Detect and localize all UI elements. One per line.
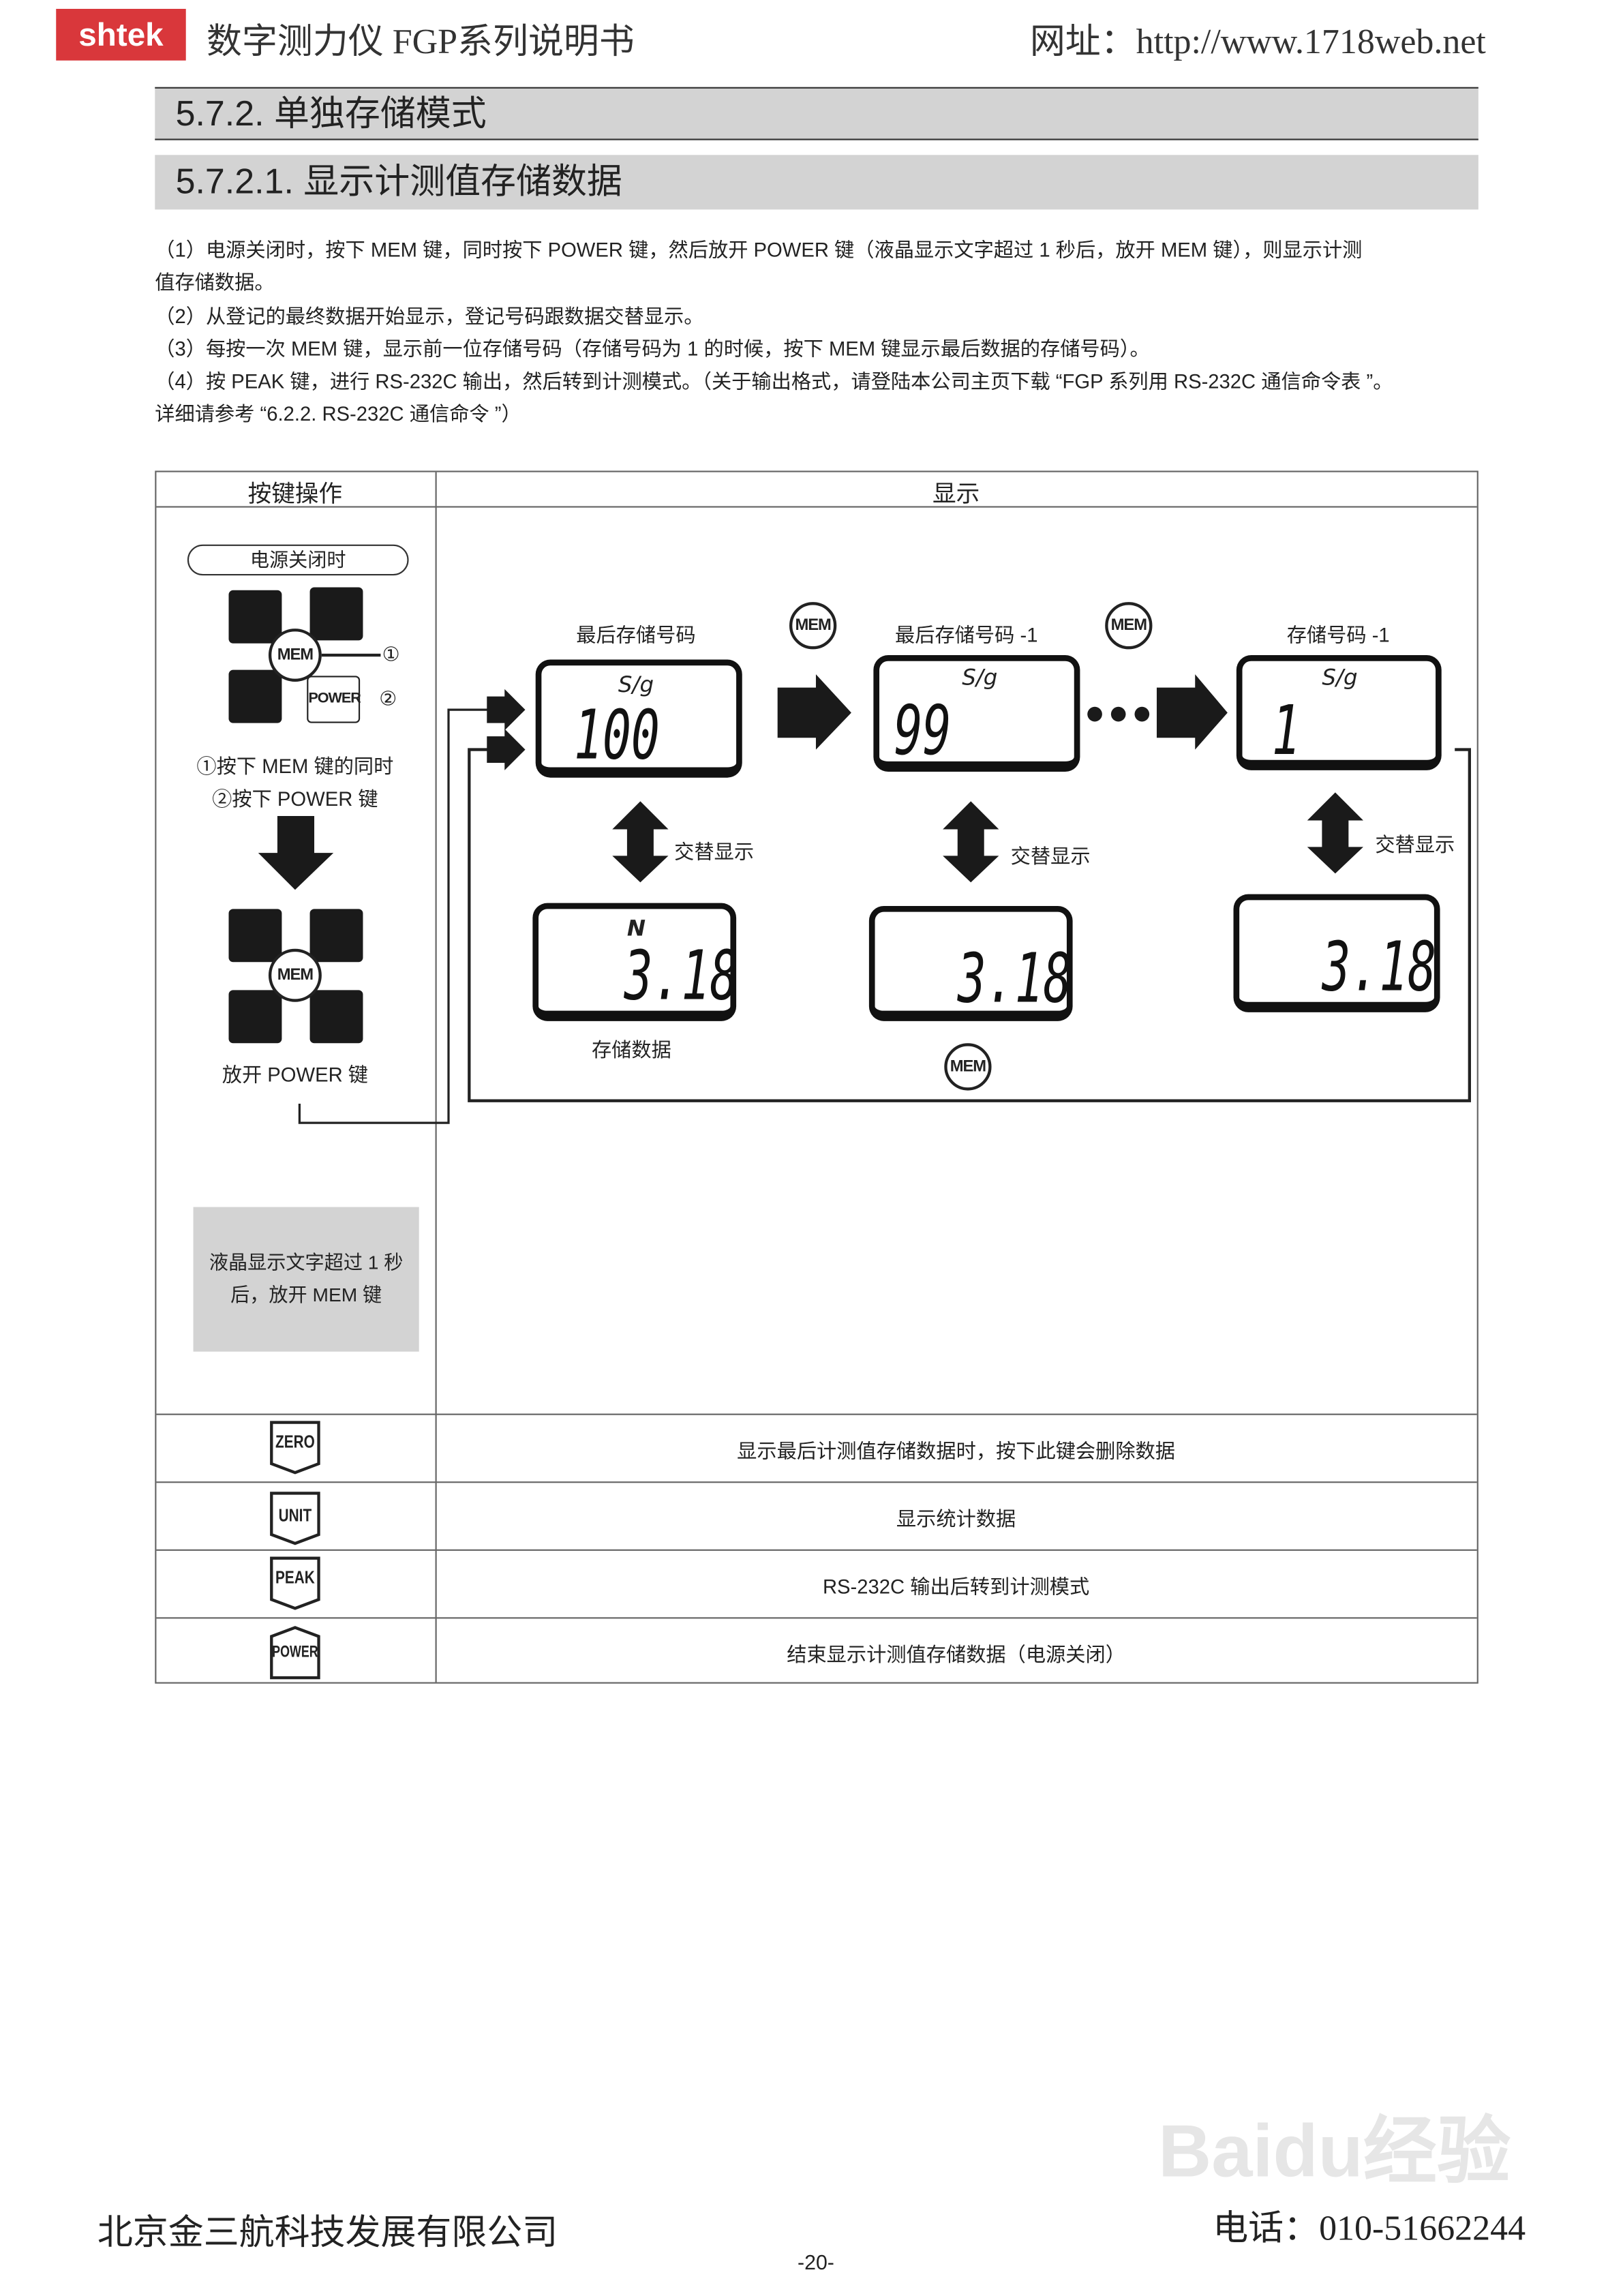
- label-last-number: 最后存储号码: [576, 624, 696, 647]
- lcd-unit: S/g: [618, 671, 654, 698]
- shtek-logo: shtek: [56, 8, 186, 61]
- ellipsis-dot: [1087, 706, 1102, 722]
- step2-text: ②按下 POWER 键: [212, 787, 378, 811]
- doc-title: 数字测力仪 FGP系列说明书: [207, 23, 635, 62]
- double-arrow-icon: [612, 801, 669, 883]
- right-arrow-icon: [487, 689, 526, 731]
- power-off-label: 电源关闭时: [187, 544, 409, 576]
- key-label: PEAK: [275, 1567, 315, 1588]
- key-icon: [228, 669, 282, 723]
- flow-line: [298, 708, 490, 1124]
- row-description: 显示统计数据: [896, 1508, 1016, 1530]
- zero-key-icon: ZERO: [269, 1419, 322, 1483]
- label-last-number-minus1: 最后存储号码 -1: [895, 624, 1038, 647]
- note-line: 液晶显示文字超过 1 秒: [209, 1251, 404, 1273]
- lcd-unit: N: [626, 914, 646, 941]
- lcd-display: N 3.18: [532, 903, 739, 1021]
- lcd-value: 3.18: [624, 935, 739, 1016]
- key-label: UNIT: [278, 1505, 312, 1526]
- watermark: Baidu经验: [1158, 2110, 1511, 2193]
- next-arrow-icon: [777, 674, 851, 750]
- lcd-unit: S/g: [1322, 664, 1358, 691]
- mem-key-icon: MEM: [268, 948, 322, 1002]
- unit-key-icon: UNIT: [269, 1490, 322, 1554]
- lcd-display: 3.18: [868, 906, 1073, 1021]
- note-box: 液晶显示文字超过 1 秒 后，放开 MEM 键: [193, 1207, 419, 1352]
- phone-number: 电话：010-51662244: [1213, 2210, 1526, 2249]
- key-icon: [228, 909, 282, 963]
- label-number-minus1: 存储号码 -1: [1286, 624, 1390, 647]
- alternate-label: 交替显示: [1010, 845, 1091, 868]
- mem-key-icon: MEM: [268, 629, 322, 682]
- row-description: 结束显示计测值存储数据（电源关闭）: [787, 1644, 1125, 1666]
- lcd-display: S/g 100: [535, 659, 742, 778]
- paragraph-line: （3）每按一次 MEM 键，显示前一位存储号码（存储号码为 1 的时候，按下 M…: [155, 337, 1150, 360]
- paragraph-line: 详细请参考 “6.2.2. RS-232C 通信命令 ”）: [155, 403, 521, 426]
- page-number: -20-: [798, 2250, 834, 2274]
- lcd-number: 99: [894, 690, 952, 770]
- power-key-icon: POWER: [307, 676, 361, 723]
- subsection-heading: 5.7.2.1. 显示计测值存储数据: [155, 155, 1478, 210]
- lcd-number: 100: [573, 695, 660, 775]
- down-arrow-icon: [258, 815, 334, 890]
- double-arrow-icon: [1307, 792, 1363, 874]
- lcd-display: 3.18: [1233, 894, 1440, 1012]
- next-arrow-icon: [1156, 674, 1228, 750]
- paragraph-line: 值存储数据。: [155, 271, 275, 294]
- alternate-label: 交替显示: [674, 841, 755, 864]
- note-line: 后，放开 MEM 键: [230, 1284, 382, 1306]
- key-icon: [228, 990, 282, 1044]
- lcd-number: 1: [1271, 690, 1301, 770]
- mem-button-icon: MEM: [1105, 602, 1153, 650]
- step1-text: ①按下 MEM 键的同时: [196, 755, 394, 778]
- company-name: 北京金三航科技发展有限公司: [97, 2214, 558, 2254]
- mem-button-icon: MEM: [944, 1043, 992, 1091]
- lcd-value: 3.18: [957, 938, 1072, 1018]
- lcd-unit: S/g: [962, 664, 998, 691]
- pointer-line: [321, 653, 381, 656]
- power-key-icon: POWER: [269, 1625, 322, 1688]
- mem-button-icon: MEM: [789, 602, 837, 650]
- paragraph-line: （4）按 PEAK 键，进行 RS-232C 输出，然后转到计测模式。（关于输出…: [155, 370, 1393, 393]
- column-header-display: 显示: [932, 482, 980, 508]
- column-header-keyops: 按键操作: [247, 482, 343, 508]
- peak-key-icon: PEAK: [269, 1555, 322, 1618]
- lcd-display: S/g 99: [873, 655, 1080, 772]
- lcd-value: 3.18: [1322, 926, 1437, 1007]
- paragraph-line: （2）从登记的最终数据开始显示，登记号码跟数据交替显示。: [155, 305, 704, 327]
- loop-line: [468, 748, 1472, 1102]
- ellipsis-dot: [1110, 706, 1126, 722]
- key-icon: [309, 990, 363, 1044]
- key-icon: [309, 587, 363, 641]
- release-power-text: 放开 POWER 键: [222, 1063, 369, 1087]
- row-description: 显示最后计测值存储数据时，按下此键会删除数据: [737, 1440, 1176, 1463]
- step-number-2: ②: [379, 687, 397, 710]
- instructions: （1）电源关闭时，按下 MEM 键，同时按下 POWER 键，然后放开 POWE…: [155, 235, 1483, 432]
- right-arrow-icon: [487, 729, 526, 770]
- key-label: ZERO: [275, 1431, 315, 1452]
- key-icon: [309, 909, 363, 963]
- section-heading: 5.7.2. 单独存储模式: [155, 87, 1478, 140]
- step-number-1: ①: [382, 643, 400, 666]
- paragraph-line: （1）电源关闭时，按下 MEM 键，同时按下 POWER 键，然后放开 POWE…: [155, 239, 1363, 262]
- ellipsis-dot: [1134, 706, 1150, 722]
- stored-data-label: 存储数据: [591, 1038, 671, 1061]
- key-icon: [228, 590, 282, 644]
- website-url: 网址：http://www.1718web.net: [1029, 23, 1486, 62]
- double-arrow-icon: [943, 801, 999, 883]
- row-description: RS-232C 输出后转到计测模式: [822, 1575, 1090, 1599]
- lcd-display: S/g 1: [1236, 655, 1442, 770]
- key-label: POWER: [272, 1644, 318, 1662]
- operation-table: [155, 470, 1478, 1684]
- alternate-label: 交替显示: [1375, 833, 1455, 856]
